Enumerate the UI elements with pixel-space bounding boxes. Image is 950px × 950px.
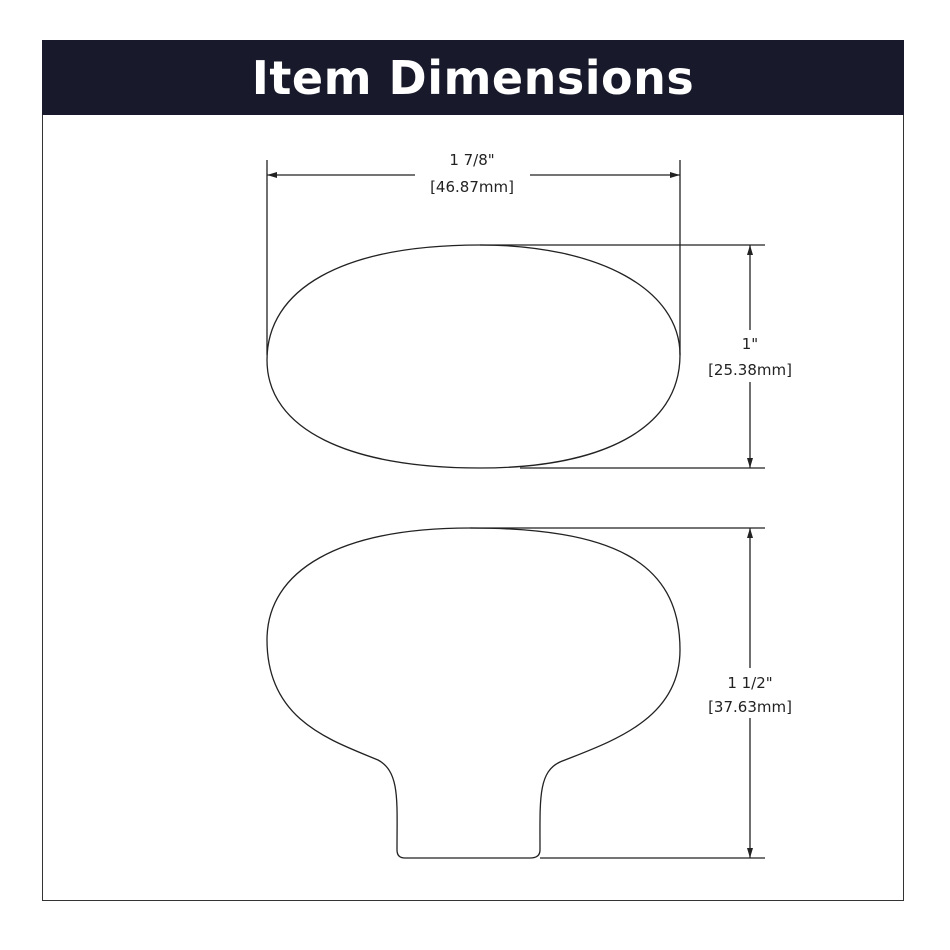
- side-view-outline: [266, 527, 681, 859]
- height-dimension-lines: [470, 527, 765, 859]
- depth-dimension-lines: [480, 244, 765, 469]
- width-dimension-lines: [266, 160, 681, 355]
- width-metric-label: [46.87mm]: [430, 178, 514, 196]
- height-imperial-label: 1 1/2": [727, 674, 772, 692]
- height-metric-label: [37.63mm]: [708, 698, 792, 716]
- depth-imperial-label: 1": [742, 335, 758, 353]
- width-imperial-label: 1 7/8": [449, 151, 494, 169]
- page-title: Item Dimensions: [251, 50, 695, 105]
- top-view-outline: [266, 244, 681, 469]
- header-banner: Item Dimensions: [42, 40, 904, 115]
- depth-metric-label: [25.38mm]: [708, 361, 792, 379]
